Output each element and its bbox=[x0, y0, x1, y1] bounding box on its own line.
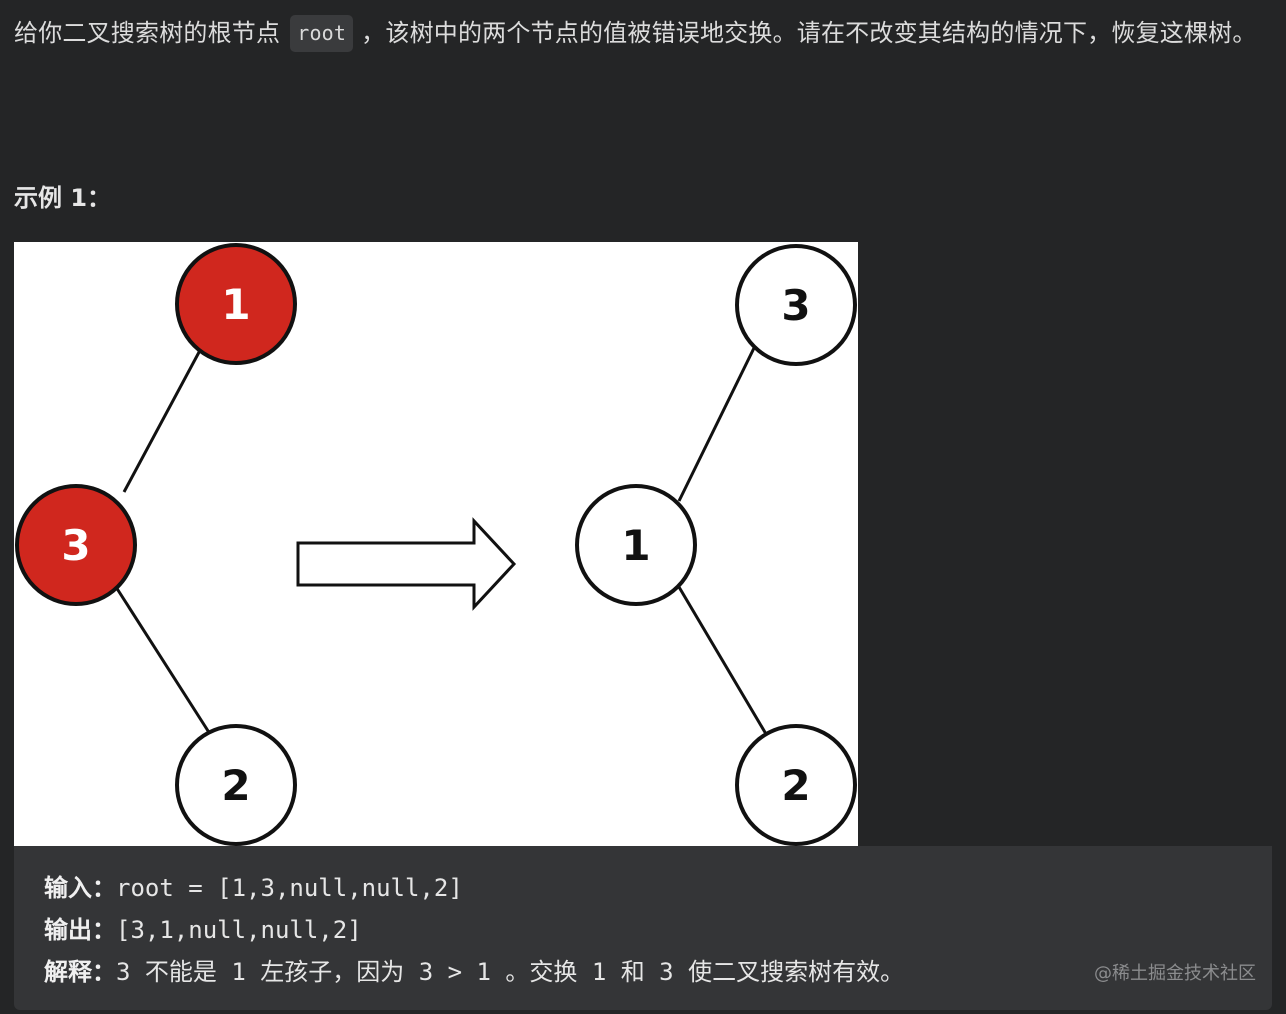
explanation-label: 解释： bbox=[44, 958, 116, 986]
right-tree-node-right-label: 2 bbox=[781, 761, 810, 810]
watermark-text: @稀土掘金技术社区 bbox=[1094, 963, 1256, 984]
left-tree-node-root-label: 1 bbox=[221, 280, 250, 329]
input-line: 输入：root = [1,3,null,null,2] bbox=[44, 867, 1272, 909]
example-title: 示例 1： bbox=[14, 184, 112, 212]
problem-text-after: ，该树中的两个节点的值被错误地交换。请在不改变其结构的情况下，恢复这棵树。 bbox=[361, 19, 1257, 47]
tree-swap-diagram: 1 3 2 3 1 2 bbox=[14, 242, 858, 846]
problem-description: 给你二叉搜索树的根节点 root，该树中的两个节点的值被错误地交换。请在不改变其结… bbox=[14, 13, 1264, 53]
right-tree-node-root: 3 bbox=[735, 244, 857, 366]
left-tree-node-left: 3 bbox=[15, 484, 137, 606]
right-tree-node-right: 2 bbox=[735, 724, 857, 846]
output-value: [3,1,null,null,2] bbox=[116, 916, 362, 944]
explanation-line: 解释：3 不能是 1 左孩子，因为 3 > 1 。交换 1 和 3 使二叉搜索树… bbox=[44, 951, 1272, 993]
right-arrow-icon bbox=[296, 517, 517, 611]
left-tree-node-right-label: 2 bbox=[221, 761, 250, 810]
left-tree-node-right: 2 bbox=[175, 724, 297, 846]
left-tree-edge-left-right bbox=[114, 586, 212, 735]
right-tree-node-root-label: 3 bbox=[781, 281, 810, 330]
right-tree-node-left: 1 bbox=[575, 484, 697, 606]
output-label: 输出： bbox=[44, 916, 116, 944]
inline-code-root: root bbox=[290, 15, 354, 52]
right-tree-edge-root-left bbox=[677, 345, 757, 502]
input-value: root = [1,3,null,null,2] bbox=[116, 874, 463, 902]
problem-text-before: 给你二叉搜索树的根节点 bbox=[14, 19, 281, 47]
left-tree-node-left-label: 3 bbox=[61, 521, 90, 570]
output-line: 输出：[3,1,null,null,2] bbox=[44, 909, 1272, 951]
input-label: 输入： bbox=[44, 874, 116, 902]
explanation-value: 3 不能是 1 左孩子，因为 3 > 1 。交换 1 和 3 使二叉搜索树有效。 bbox=[116, 958, 905, 986]
right-tree-edge-left-right bbox=[677, 586, 768, 735]
example-io-block: 输入：root = [1,3,null,null,2] 输出：[3,1,null… bbox=[14, 846, 1272, 1010]
left-tree-node-root: 1 bbox=[175, 243, 297, 365]
right-tree-node-left-label: 1 bbox=[621, 521, 650, 570]
left-tree-edge-root-left bbox=[122, 340, 207, 493]
